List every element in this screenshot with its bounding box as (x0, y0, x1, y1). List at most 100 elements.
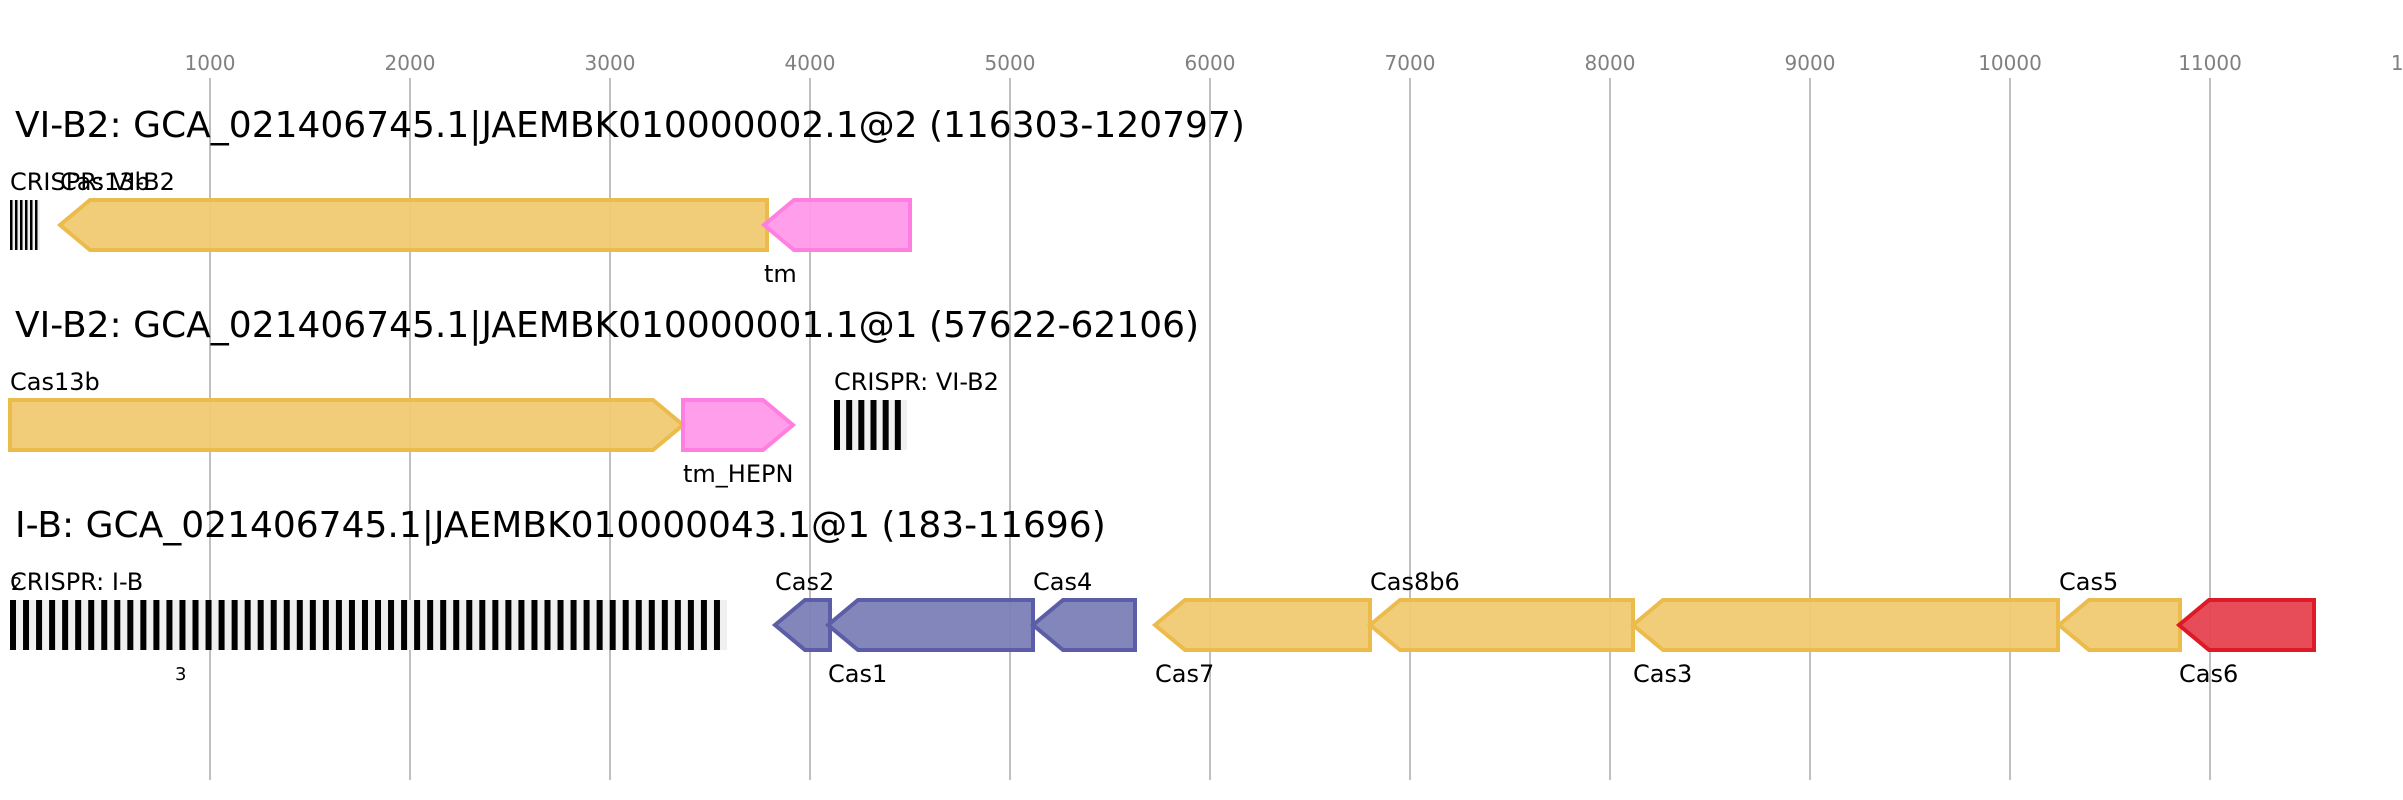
crispr-repeat (10, 600, 16, 650)
crispr-repeat (375, 600, 382, 650)
tick-label: 9000 (1785, 51, 1836, 75)
crispr-repeat (882, 400, 889, 450)
crispr-repeat (687, 600, 694, 650)
crispr-array: CRISPR: VI-B2 (834, 368, 999, 450)
tick-label: 3000 (585, 51, 636, 75)
gene-arrow-cas13b (8, 398, 687, 452)
gene: Cas6 (2175, 598, 2316, 688)
track-title: VI-B2: GCA_021406745.1|JAEMBK010000001.1… (15, 305, 1199, 346)
tick-label: 2000 (385, 51, 436, 75)
tick-label: 7000 (1385, 51, 1436, 75)
crispr-repeat (309, 600, 316, 650)
track: VI-B2: GCA_021406745.1|JAEMBK010000001.1… (8, 305, 1199, 488)
crispr-repeat (218, 600, 225, 650)
crispr-repeat (557, 600, 564, 650)
gene-arrow-cas1 (824, 598, 1035, 652)
tick-label: 10000 (1978, 51, 2042, 75)
crispr-repeat (179, 600, 186, 650)
crispr-repeat (322, 600, 329, 650)
crispr-repeat (609, 600, 616, 650)
gene-arrow-cas3 (1629, 598, 2060, 652)
crispr-repeat (296, 600, 303, 650)
gene: Cas5 (2055, 568, 2182, 652)
crispr-array: CRISPR: VI-B2 (10, 168, 175, 250)
gene-arrow-tm (760, 198, 912, 252)
crispr-repeat (153, 600, 160, 650)
crispr-count-label: 3 (175, 664, 186, 685)
track: I-B: GCA_021406745.1|JAEMBK010000043.1@1… (10, 505, 2316, 688)
crispr-repeat (35, 200, 38, 250)
crispr-repeat (518, 600, 525, 650)
crispr-repeat (166, 600, 173, 650)
crispr-repeat (335, 600, 342, 650)
crispr-repeat (114, 600, 121, 650)
crispr-repeat (101, 600, 108, 650)
tick-label: 8000 (1585, 51, 1636, 75)
tick-label: 6000 (1185, 51, 1236, 75)
gene-label: tm_HEPN (683, 460, 793, 488)
gene-arrow-cas7 (1151, 598, 1372, 652)
crispr-repeat (231, 600, 238, 650)
crispr-repeat (25, 200, 28, 250)
gene-arrow-cas8b6 (1366, 598, 1635, 652)
crispr-repeat (466, 600, 473, 650)
crispr-repeat (583, 600, 590, 650)
crispr-repeat (401, 600, 408, 650)
crispr-repeat (870, 400, 877, 450)
crispr-repeat (15, 200, 18, 250)
crispr-repeat (622, 600, 629, 650)
gene-label: Cas6 (2179, 660, 2238, 688)
gene-arrow-cas5 (2055, 598, 2182, 652)
gene: Cas13b (56, 168, 769, 252)
crispr-repeat (894, 400, 901, 450)
track: VI-B2: GCA_021406745.1|JAEMBK010000002.1… (10, 105, 1245, 288)
crispr-repeat (414, 600, 421, 650)
crispr-repeat (505, 600, 512, 650)
gene: Cas4 (1029, 568, 1137, 652)
crispr-repeat (348, 600, 355, 650)
gene: Cas3 (1629, 598, 2060, 688)
crispr-repeat (36, 600, 43, 650)
gene: Cas1 (824, 598, 1035, 688)
crispr-label: CRISPR: VI-B2 (834, 368, 999, 396)
gene-arrow-cas2 (771, 598, 832, 652)
crispr-repeat (834, 400, 840, 450)
crispr-label: CRISPR: VI-B2 (10, 168, 175, 196)
crispr-repeat (440, 600, 447, 650)
gene-label: Cas7 (1155, 660, 1214, 688)
gene-label: Cas2 (775, 568, 834, 596)
gene-arrow-cas6 (2175, 598, 2316, 652)
crispr-repeat (23, 600, 30, 650)
crispr-label: CRISPR: I-B (10, 568, 143, 596)
gene-label: Cas1 (828, 660, 887, 688)
track-title: VI-B2: GCA_021406745.1|JAEMBK010000002.1… (15, 105, 1245, 146)
gene-label: Cas5 (2059, 568, 2118, 596)
crispr-repeat (427, 600, 434, 650)
gene-label: Cas8b6 (1370, 568, 1460, 596)
crispr-repeat (635, 600, 642, 650)
gene: Cas13b (8, 368, 687, 452)
tick-label: 1000 (185, 51, 236, 75)
crispr-repeat (10, 200, 13, 250)
crispr-array: CRISPR: I-B23 (10, 568, 727, 685)
gene-label: tm (764, 260, 797, 288)
gene-arrow-cas13b (56, 198, 769, 252)
crispr-repeat (453, 600, 460, 650)
crispr-repeat (361, 600, 368, 650)
gene-label: Cas13b (60, 168, 150, 196)
crispr-repeat (846, 400, 853, 450)
crispr-repeat (140, 600, 147, 650)
tick-label: 11000 (2178, 51, 2242, 75)
gene: Cas8b6 (1366, 568, 1635, 652)
crispr-repeat (531, 600, 538, 650)
crispr-repeat (283, 600, 290, 650)
crispr-repeat (257, 600, 264, 650)
crispr-repeat (30, 200, 33, 250)
crispr-repeat (479, 600, 486, 650)
crispr-repeat (192, 600, 199, 650)
crispr-repeat (88, 600, 95, 650)
gene: Cas2 (771, 568, 834, 652)
gene: tm_HEPN (681, 398, 797, 488)
crispr-repeat (544, 600, 551, 650)
